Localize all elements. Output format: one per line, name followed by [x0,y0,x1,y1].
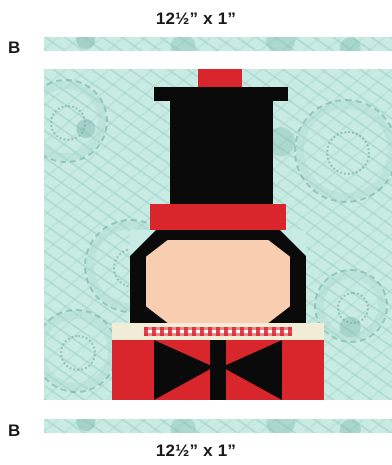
fabric-flower [314,269,388,343]
quilt-block [44,69,392,400]
bottom-fabric-strip [44,419,392,433]
bow-center [210,340,226,400]
top-strip-dimension: 12½” x 1” [0,9,392,29]
top-fabric-strip [44,37,392,51]
hat-top-red [198,69,242,87]
fabric-flower [44,79,108,163]
hat-brim-top [154,87,288,101]
hat-band [150,204,286,230]
fabric-flower [294,99,392,203]
hat [170,101,273,204]
face [146,240,290,323]
top-strip-label: B [8,38,20,58]
fabric-flower [44,309,118,393]
bottom-strip-label: B [8,421,20,441]
gingham-ribbon [144,327,292,336]
bottom-strip-dimension: 12½” x 1” [0,441,392,461]
